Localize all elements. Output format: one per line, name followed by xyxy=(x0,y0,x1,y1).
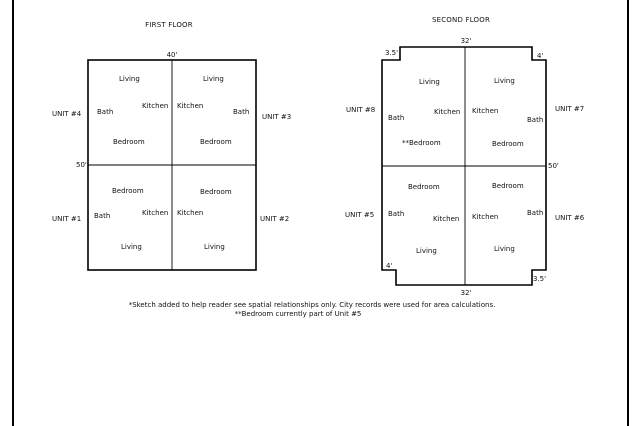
sf-tr-kitchen: Kitchen xyxy=(472,107,498,115)
ff-tr-living: Living xyxy=(203,75,224,83)
sf-tl-living: Living xyxy=(419,78,440,86)
sf-bl-living: Living xyxy=(416,247,437,255)
second-floor-outline xyxy=(381,46,547,286)
ff-bl-living: Living xyxy=(121,243,142,251)
bedroom-note: **Bedroom currently part of Unit #5 xyxy=(235,310,362,318)
second-floor-notch-bl: 4' xyxy=(386,262,392,270)
ff-tr-bath: Bath xyxy=(233,108,249,116)
ff-tl-kitchen: Kitchen xyxy=(142,102,168,110)
unit-2-label: UNIT #2 xyxy=(260,215,289,223)
unit-3-label: UNIT #3 xyxy=(262,113,291,121)
unit-4-label: UNIT #4 xyxy=(52,110,82,118)
sf-tr-living: Living xyxy=(494,77,515,85)
sf-br-bath: Bath xyxy=(527,209,543,217)
unit-1-label: UNIT #1 xyxy=(52,215,81,223)
sf-tr-bedroom: Bedroom xyxy=(492,140,524,148)
second-floor-notch-tl: 3.5' xyxy=(385,49,398,57)
ff-bl-kitchen: Kitchen xyxy=(142,209,168,217)
unit-6-label: UNIT #6 xyxy=(555,214,585,222)
ff-br-bedroom: Bedroom xyxy=(200,188,232,196)
sf-br-kitchen: Kitchen xyxy=(472,213,498,221)
sf-tl-kitchen: Kitchen xyxy=(434,108,460,116)
sf-br-bedroom: Bedroom xyxy=(492,182,524,190)
sf-bl-kitchen: Kitchen xyxy=(433,215,459,223)
second-floor: SECOND FLOOR 32' 32' 50' 3.5' 4' 4' 3.5'… xyxy=(345,16,585,297)
ff-tl-bedroom: Bedroom xyxy=(113,138,145,146)
frame-left-border xyxy=(12,0,14,426)
sf-tr-bath: Bath xyxy=(527,116,543,124)
sf-bl-bedroom: Bedroom xyxy=(408,183,440,191)
sf-tl-bath: Bath xyxy=(388,114,404,122)
second-floor-notch-tr: 4' xyxy=(537,52,543,60)
ff-tl-bath: Bath xyxy=(97,108,113,116)
second-floor-bottom-dim: 32' xyxy=(461,289,472,297)
sf-tl-bedroom: **Bedroom xyxy=(402,139,441,147)
first-floor-width-dim: 40' xyxy=(167,51,178,59)
second-floor-title: SECOND FLOOR xyxy=(432,16,490,24)
sf-br-living: Living xyxy=(494,245,515,253)
ff-tr-kitchen: Kitchen xyxy=(177,102,203,110)
second-floor-notch-br: 3.5' xyxy=(533,275,546,283)
unit-7-label: UNIT #7 xyxy=(555,105,584,113)
ff-tl-living: Living xyxy=(119,75,140,83)
sketch-note: *Sketch added to help reader see spatial… xyxy=(129,301,496,309)
ff-bl-bedroom: Bedroom xyxy=(112,187,144,195)
frame-right-border xyxy=(627,0,629,426)
unit-5-label: UNIT #5 xyxy=(345,211,374,219)
second-floor-depth-dim: 50' xyxy=(548,162,559,170)
unit-8-label: UNIT #8 xyxy=(346,106,375,114)
ff-tr-bedroom: Bedroom xyxy=(200,138,232,146)
first-floor-depth-dim: 50' xyxy=(76,161,87,169)
first-floor-title: FIRST FLOOR xyxy=(145,21,193,29)
sf-bl-bath: Bath xyxy=(388,210,404,218)
ff-br-kitchen: Kitchen xyxy=(177,209,203,217)
ff-br-living: Living xyxy=(204,243,225,251)
ff-bl-bath: Bath xyxy=(94,212,110,220)
second-floor-top-dim: 32' xyxy=(461,37,472,45)
first-floor: FIRST FLOOR 40' 50' UNIT #4 UNIT #3 UNIT… xyxy=(52,21,291,271)
